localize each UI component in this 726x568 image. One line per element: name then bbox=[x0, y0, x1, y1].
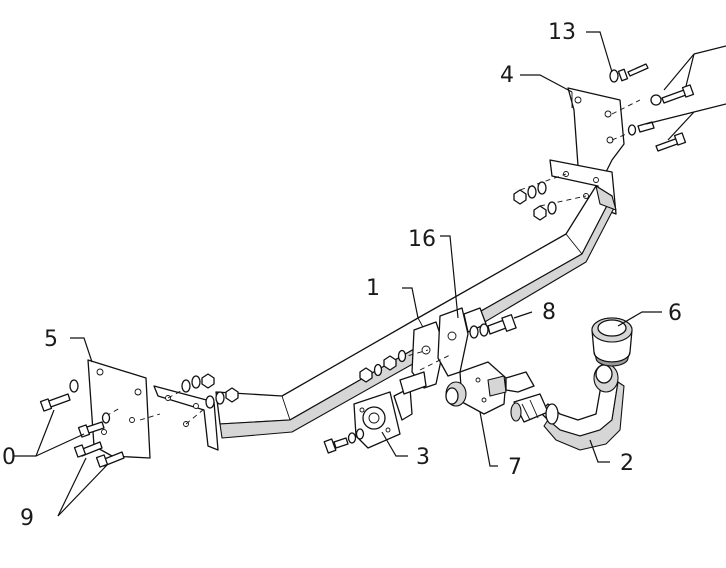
callout-10: 10 bbox=[0, 445, 16, 470]
leader-lines bbox=[14, 31, 726, 517]
callout-8: 8 bbox=[542, 300, 556, 325]
callout-7: 7 bbox=[508, 455, 522, 480]
receiver-bracket bbox=[399, 307, 487, 389]
socket-7 bbox=[445, 361, 535, 415]
right-bracket bbox=[519, 87, 641, 215]
socket-plate bbox=[353, 371, 427, 449]
callout-16: 16 bbox=[408, 227, 436, 252]
ball-cover bbox=[591, 317, 633, 367]
centre-nuts bbox=[359, 349, 407, 383]
callout-4: 4 bbox=[500, 63, 514, 88]
callout-9: 9 bbox=[20, 506, 34, 531]
callout-13: 13 bbox=[548, 20, 576, 45]
bolt-8 bbox=[469, 314, 517, 339]
callout-labels: 1 16 4 13 8 6 5 10 9 3 7 2 bbox=[0, 20, 682, 531]
tow-neck bbox=[510, 363, 625, 451]
callout-2: 2 bbox=[620, 451, 634, 476]
callout-3: 3 bbox=[416, 445, 430, 470]
left-bracket bbox=[87, 359, 219, 459]
socket-bolts bbox=[323, 428, 365, 454]
right-bolts bbox=[609, 63, 695, 152]
callout-1: 1 bbox=[366, 276, 380, 301]
left-bolts bbox=[39, 379, 125, 468]
callout-6: 6 bbox=[668, 301, 682, 326]
right-nuts bbox=[513, 181, 557, 221]
callout-5: 5 bbox=[44, 327, 58, 352]
left-nuts bbox=[181, 373, 239, 409]
main-crossbar bbox=[215, 185, 617, 439]
